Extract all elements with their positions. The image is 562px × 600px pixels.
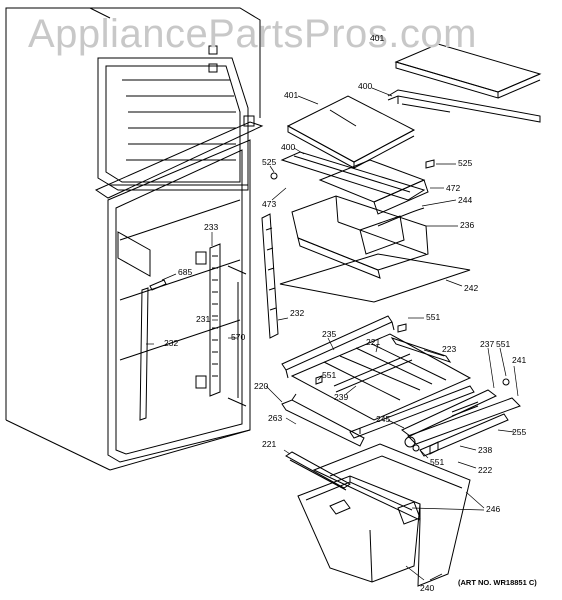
callout-685: 685 [178,267,193,277]
callout-551: 551 [430,457,445,467]
callout-551: 551 [322,370,337,380]
callout-551: 551 [496,339,511,349]
callout-232: 232 [164,338,179,348]
callout-235: 235 [322,329,337,339]
roller-assembly [402,378,520,456]
callout-237: 237 [480,339,495,349]
callout-400: 400 [358,81,373,91]
watermark-text: AppliancePartsPros.com [28,12,477,56]
callout-401: 401 [284,90,299,100]
callout-223: 223 [442,344,457,354]
callout-232: 232 [290,308,305,318]
callout-238: 238 [478,445,493,455]
refrigerator-cabinet [6,8,262,470]
callout-221: 221 [366,337,381,347]
callout-400: 400 [281,142,296,152]
callout-236: 236 [460,220,475,230]
callout-245: 245 [376,414,391,424]
callout-255: 255 [512,427,527,437]
art-number: (ART NO. WR18851 C) [458,578,537,587]
glass-shelves [270,44,540,214]
callout-551: 551 [426,312,441,322]
callout-leader-lines [146,88,518,580]
callout-241: 241 [512,355,527,365]
callout-233: 233 [204,222,219,232]
callout-570: 570 [231,332,246,342]
callout-246: 246 [486,504,501,514]
callout-263: 263 [268,413,283,423]
callout-220: 220 [254,381,269,391]
callout-525: 525 [458,158,473,168]
callout-401: 401 [370,33,385,43]
crisper-pan [292,196,428,278]
crisper-glass [280,254,470,302]
callout-231: 231 [196,314,211,324]
drawer-handle [286,452,350,490]
callout-242: 242 [464,283,479,293]
callout-244: 244 [458,195,473,205]
callout-222: 222 [478,465,493,475]
callout-472: 472 [446,183,461,193]
drawer-bins [298,444,470,586]
callout-221: 221 [262,439,277,449]
drawer-frame-assembly [282,316,474,446]
callout-239: 239 [334,392,349,402]
callout-525: 525 [262,157,277,167]
callout-473: 473 [262,199,277,209]
callout-240: 240 [420,583,435,593]
shelf-ladder-rails [140,214,278,420]
